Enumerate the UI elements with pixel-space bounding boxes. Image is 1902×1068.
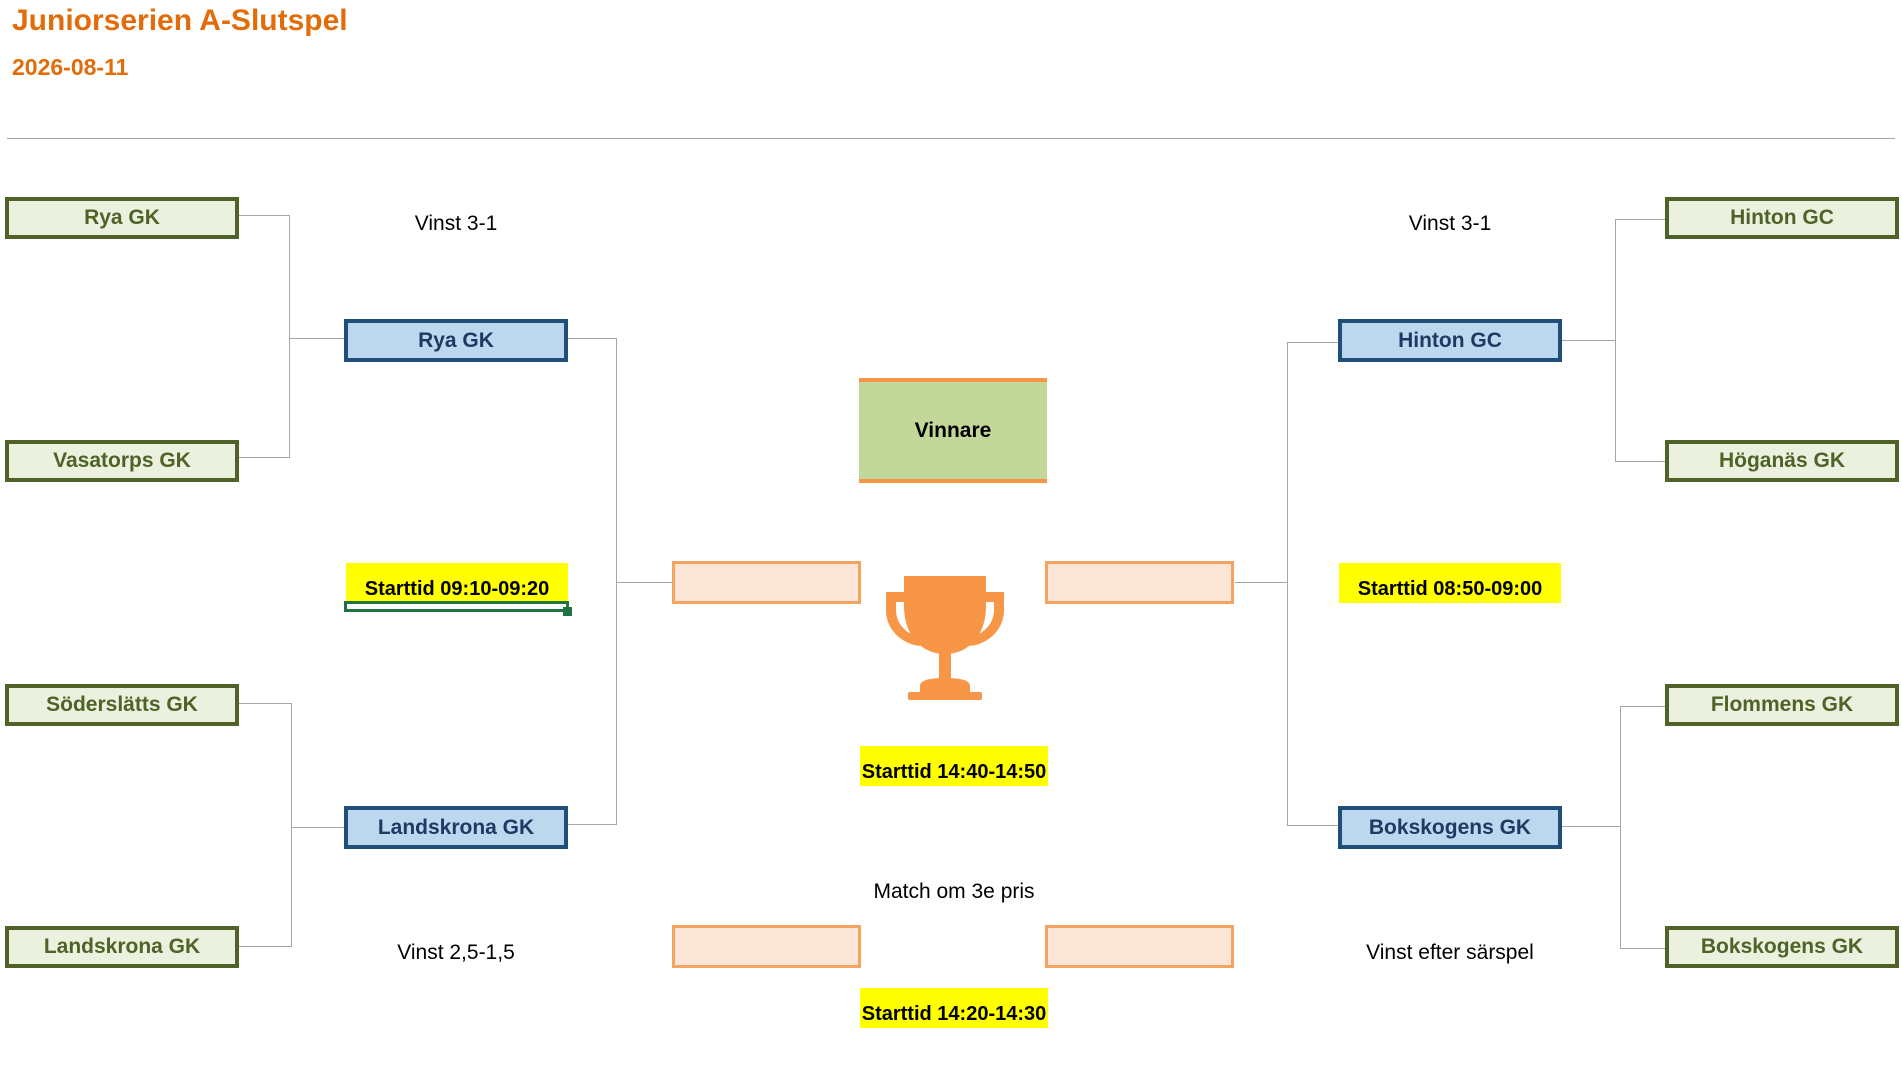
start-time-final: Starttid 14:40-14:50 — [860, 746, 1048, 786]
connector-line — [1620, 948, 1665, 949]
selected-cell[interactable] — [344, 601, 569, 612]
result-left-bottom: Vinst 2,5-1,5 — [397, 941, 515, 964]
connector-line — [239, 946, 291, 947]
start-time-right: Starttid 08:50-09:00 — [1339, 563, 1561, 603]
connector-line — [1615, 219, 1616, 462]
team-box-right-r2-2[interactable]: Bokskogens GK — [1338, 806, 1562, 849]
winner-box[interactable]: Vinnare — [859, 378, 1047, 483]
connector-line — [239, 215, 289, 216]
sheet-date: 2026-08-11 — [12, 54, 129, 80]
third-place-label: Match om 3e pris — [873, 880, 1035, 903]
team-box-left-r2-1[interactable]: Rya GK — [344, 319, 568, 362]
connector-line — [239, 703, 291, 704]
connector-line — [1287, 825, 1339, 826]
result-right-bottom: Vinst efter särspel — [1366, 941, 1534, 964]
connector-line — [291, 703, 292, 947]
final-slot-left[interactable] — [672, 561, 861, 604]
connector-line — [1620, 706, 1621, 949]
header-divider — [7, 138, 1895, 139]
connector-line — [291, 827, 345, 828]
connector-line — [1235, 582, 1287, 583]
connector-line — [289, 215, 290, 458]
connector-line — [1562, 826, 1620, 827]
fill-handle[interactable] — [563, 607, 572, 616]
team-box-left-r2-2[interactable]: Landskrona GK — [344, 806, 568, 849]
team-box-left-r1-1[interactable]: Rya GK — [5, 197, 239, 239]
third-slot-left[interactable] — [672, 925, 861, 968]
connector-line — [1615, 219, 1665, 220]
result-left-top: Vinst 3-1 — [414, 212, 498, 235]
team-box-right-r1-4[interactable]: Bokskogens GK — [1665, 926, 1899, 968]
trophy-icon — [886, 576, 1004, 700]
team-box-left-r1-4[interactable]: Landskrona GK — [5, 926, 239, 968]
team-box-right-r2-1[interactable]: Hinton GC — [1338, 319, 1562, 362]
final-slot-right[interactable] — [1045, 561, 1234, 604]
connector-line — [1620, 706, 1665, 707]
team-box-left-r1-3[interactable]: Söderslätts GK — [5, 684, 239, 726]
start-time-third: Starttid 14:20-14:30 — [860, 988, 1048, 1028]
result-right-top: Vinst 3-1 — [1408, 212, 1492, 235]
start-time-left: Starttid 09:10-09:20 — [346, 563, 568, 603]
connector-line — [239, 457, 289, 458]
connector-line — [289, 338, 345, 339]
connector-line — [568, 824, 616, 825]
connector-line — [1287, 342, 1288, 826]
sheet-title: Juniorserien A-Slutspel — [12, 4, 348, 37]
team-box-right-r1-2[interactable]: Höganäs GK — [1665, 440, 1899, 482]
team-box-left-r1-2[interactable]: Vasatorps GK — [5, 440, 239, 482]
team-box-right-r1-1[interactable]: Hinton GC — [1665, 197, 1899, 239]
connector-line — [1615, 461, 1665, 462]
connector-line — [1562, 340, 1615, 341]
team-box-right-r1-3[interactable]: Flommens GK — [1665, 684, 1899, 726]
connector-line — [616, 338, 617, 825]
connector-line — [1287, 342, 1339, 343]
connector-line — [616, 582, 673, 583]
third-slot-right[interactable] — [1045, 925, 1234, 968]
connector-line — [568, 338, 616, 339]
